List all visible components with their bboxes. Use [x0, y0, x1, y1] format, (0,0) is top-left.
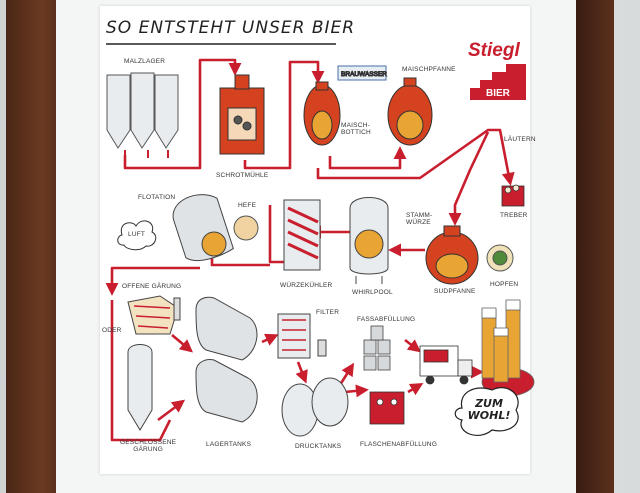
mill: [219, 74, 265, 155]
pipe-filter-to-pressure: [295, 361, 308, 384]
pipe-malt-to-mill: [123, 58, 242, 170]
brauwasser-label: BRAUWASSER: [341, 71, 387, 78]
pipe-yeast-to-flotation: [210, 258, 270, 267]
pipe-mill-to-mash: [243, 60, 325, 170]
label-fassabfuellung: FASSABFÜLLUNG: [357, 316, 416, 323]
delivery-truck: [419, 345, 473, 385]
label-wuerzekuehler: WÜRZEKÜHLER: [280, 282, 333, 289]
label-luft: LUFT: [128, 231, 146, 238]
pipe-closed-to-lager: [157, 399, 186, 422]
beer-glasses: [481, 299, 535, 397]
beer-filter: [277, 313, 327, 359]
poster-title: So entsteht unser Bier: [106, 18, 356, 38]
label-stammwuerze: STAMM- WÜRZE: [406, 212, 433, 226]
pipe-to-laeutern: [316, 128, 515, 186]
flotation-tank: [172, 194, 234, 261]
bottle-crate: [369, 391, 405, 425]
label-flotation: FLOTATION: [138, 194, 176, 201]
kegs: [363, 325, 391, 371]
pipe-mash-loop: [328, 146, 407, 170]
label-offene-gaerung: OFFENE GÄRUNG: [122, 283, 182, 290]
lager-tanks: [195, 296, 258, 423]
malt-silos: [106, 72, 179, 158]
stiegl-logo: Stiegl BIER: [466, 32, 528, 102]
pipe-flotation-to-ferment: [105, 266, 200, 296]
brand-name: Stiegl: [468, 40, 520, 61]
whirlpool-tank: [349, 197, 389, 284]
label-lagertanks: LAGERTANKS: [206, 441, 252, 448]
label-drucktanks: DRUCKTANKS: [295, 443, 342, 450]
brew-kettle: [425, 225, 479, 285]
label-hopfen: HOPFEN: [490, 281, 519, 288]
open-fermenter: [127, 295, 181, 335]
zum-wohl-bubble: [454, 387, 519, 436]
spent-grain: [501, 184, 525, 207]
label-filter: FILTER: [316, 309, 340, 316]
yeast-dish: [233, 215, 259, 241]
pipe-open-to-lager: [171, 334, 193, 353]
pipe-laeutern-to-sud: [448, 131, 490, 226]
label-oder: ODER: [102, 327, 122, 334]
pipe-cooler-to-yeast: [268, 205, 286, 264]
brand-sub: BIER: [486, 88, 511, 99]
label-laeutern: LÄUTERN: [504, 136, 536, 143]
air-cloud: [117, 220, 157, 251]
label-maischpfanne: MAISCHPFANNE: [402, 66, 456, 73]
label-hefe: HEFE: [238, 202, 257, 209]
label-malzlager: MALZLAGER: [124, 58, 166, 65]
label-schrotmuehle: SCHROTMÜHLE: [216, 172, 269, 179]
pipe-keg-to-truck: [404, 338, 422, 353]
label-whirlpool: WHIRLPOOL: [352, 289, 393, 296]
hops-dish: [486, 244, 514, 272]
mash-tun: BRAUWASSER: [303, 65, 388, 146]
label-geschlossene-gaerung: GESCHLOSSENE GÄRUNG: [120, 439, 177, 453]
pressure-tanks: [281, 377, 349, 437]
label-treber: TREBER: [500, 212, 528, 219]
pipe-oder-split: [110, 300, 172, 442]
label-flaschenabfuellung: FLASCHENABFÜLLUNG: [360, 441, 438, 448]
pipe-bottle-to-truck: [407, 383, 424, 396]
zum-wohl-text: Zum Wohl!: [467, 397, 511, 422]
label-sudpfanne: SUDPFANNE: [434, 288, 476, 295]
closed-fermenter: [127, 344, 153, 431]
label-maischbottich: MAISCH- BOTTICH: [341, 122, 371, 136]
wort-cooler: [283, 199, 321, 271]
pipe-to-bottling: [344, 384, 369, 398]
mash-pan: [387, 77, 433, 146]
pipe-lager-to-filter: [261, 333, 279, 346]
